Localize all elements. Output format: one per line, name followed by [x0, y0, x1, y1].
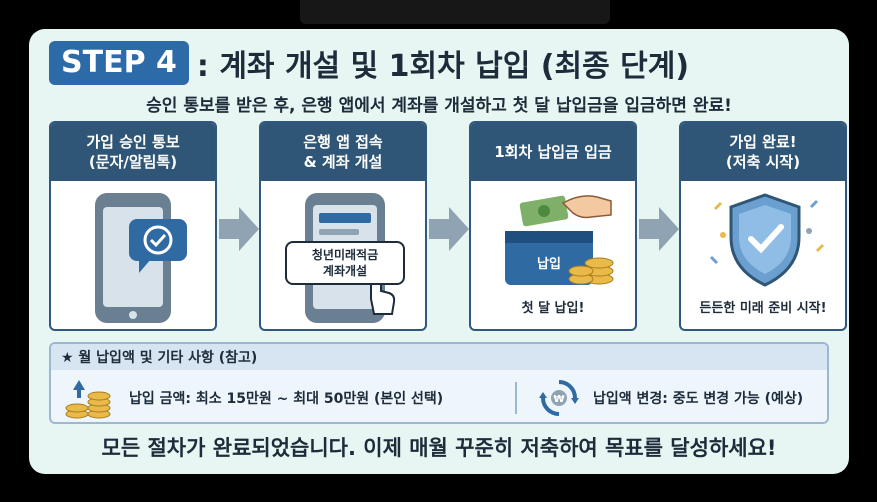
arrow-right-icon — [429, 207, 469, 251]
step-first-payment: 1회차 납입금 입금 납입 첫 달 납입! — [469, 121, 637, 331]
window-top-strip — [300, 0, 610, 24]
step-header: 은행 앱 접속 & 계좌 개설 — [261, 123, 425, 181]
payment-change-item: ₩ 납입액 변경: 중도 변경 가능 (예상) — [537, 376, 803, 420]
page-title: : 계좌 개설 및 1회차 납입 (최종 단계) — [196, 49, 690, 84]
info-panel: ★ 월 납입액 및 기타 사항 (참고) 납입 금액: 최소 15만원 ~ 최대… — [49, 342, 829, 424]
account-open-label: 청년미래적금 계좌개설 — [285, 241, 405, 285]
payment-amount-item: 납입 금액: 최소 15만원 ~ 최대 50만원 (본인 선택) — [63, 376, 443, 420]
step-header: 가입 완료! (저축 시작) — [681, 123, 845, 181]
phone-message-icon — [95, 193, 187, 323]
step-badge: STEP 4 — [49, 41, 189, 85]
payment-change-text: 납입액 변경: 중도 변경 가능 (예상) — [593, 391, 804, 407]
arrow-right-icon — [219, 207, 259, 251]
step-approval-notice: 가입 승인 통보 (문자/알림톡) — [49, 121, 217, 331]
money-deposit-icon — [505, 195, 614, 285]
deposit-card-label: 납입 — [537, 257, 561, 272]
step-caption: 첫 달 납입! — [521, 301, 585, 316]
coin-stack-icon — [65, 380, 111, 419]
step-header: 가입 승인 통보 (문자/알림톡) — [51, 123, 215, 181]
refresh-coin-icon: ₩ — [539, 380, 579, 416]
step-complete: 가입 완료! (저축 시작) 든든한 미래 준비 시작! — [679, 121, 847, 331]
shield-check-icon — [709, 193, 825, 287]
title-row: STEP 4 : 계좌 개설 및 1회차 납입 (최종 단계) — [49, 39, 839, 87]
svg-text:₩: ₩ — [553, 394, 564, 405]
step-caption: 든든한 미래 준비 시작! — [699, 301, 827, 316]
payment-amount-text: 납입 금액: 최소 15만원 ~ 최대 50만원 (본인 선택) — [129, 391, 444, 407]
footer-message: 모든 절차가 완료되었습니다. 이제 매월 꾸준히 저축하여 목표를 달성하세요… — [101, 436, 777, 460]
info-heading: ★ 월 납입액 및 기타 사항 (참고) — [51, 344, 827, 370]
step-open-account: 은행 앱 접속 & 계좌 개설 청년미래적금 계좌개설 — [259, 121, 427, 331]
arrow-right-icon — [639, 207, 679, 251]
info-divider — [515, 382, 517, 414]
infographic-card: STEP 4 : 계좌 개설 및 1회차 납입 (최종 단계) 승인 통보를 받… — [29, 29, 849, 474]
subtitle: 승인 통보를 받은 후, 은행 앱에서 계좌를 개설하고 첫 달 납입금을 입금… — [146, 96, 732, 116]
step-header: 1회차 납입금 입금 — [471, 123, 635, 181]
